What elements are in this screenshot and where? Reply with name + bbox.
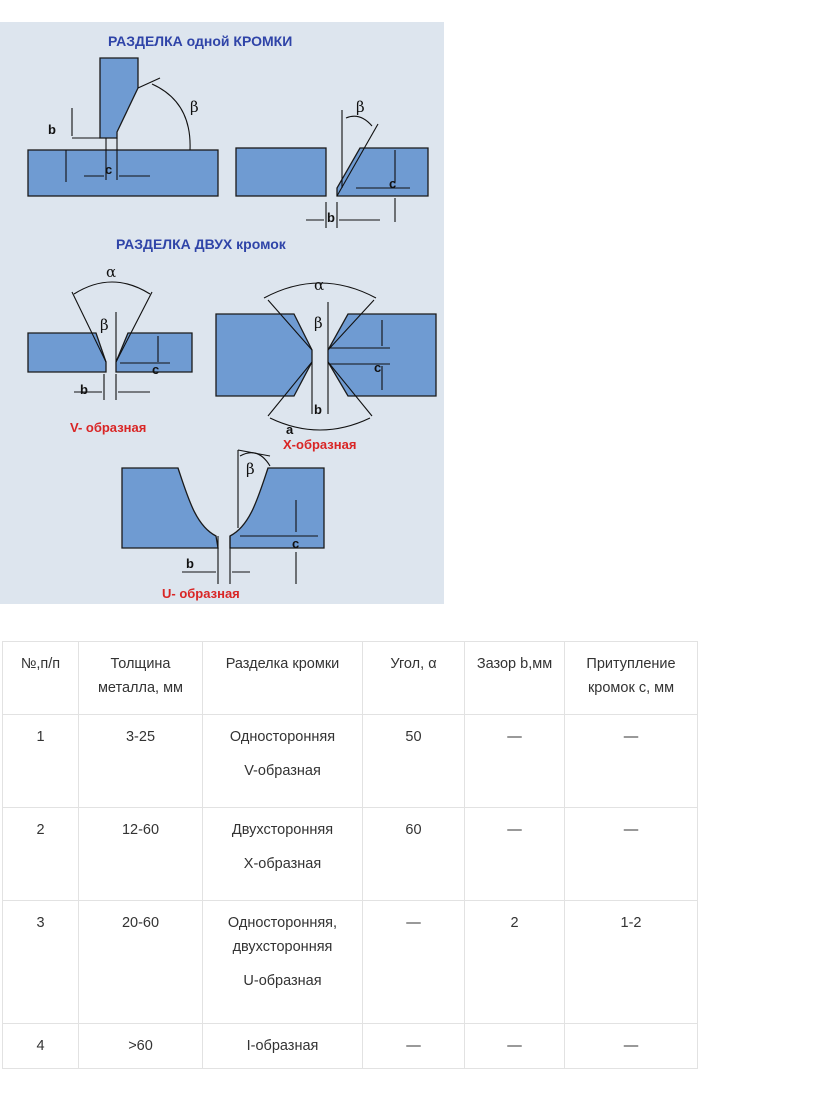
label-beta: β: [190, 98, 199, 116]
table-row: 4 >60 I-образная — — —: [2, 1023, 698, 1069]
single-bevel-diagram-left: b c β: [27, 57, 219, 197]
cell-angle: 50: [362, 714, 465, 808]
edge-line: I-образная: [246, 1038, 319, 1054]
header-single-edge: РАЗДЕЛКА одной КРОМКИ: [108, 33, 292, 49]
label-beta: β: [356, 98, 365, 116]
left-plate: [121, 467, 219, 549]
cell-angle: —: [362, 1023, 465, 1069]
groove-spec-table: №,п/п Толщина металла, мм Разделка кромк…: [2, 641, 698, 1069]
edge-line: двухсторонняя: [232, 939, 333, 955]
right-plate: [115, 332, 193, 373]
u-groove-diagram: β b c U- образная: [121, 449, 325, 601]
left-plate: [215, 313, 313, 397]
label-b: b: [48, 122, 56, 137]
header-number: №,п/п: [2, 641, 79, 715]
single-bevel-diagram-right: b c β: [235, 98, 429, 228]
cell-gap: 2: [464, 900, 565, 1024]
table-row: 2 12-60 Двухсторонняя X-образная 60 — —: [2, 807, 698, 901]
label-beta: β: [314, 314, 323, 332]
label-alpha: α: [106, 263, 116, 281]
label-b: b: [327, 210, 335, 225]
header-blunt: Притупление кромок с, мм: [564, 641, 698, 715]
edge-line: Односторонняя: [229, 729, 336, 745]
table-header-row: №,п/п Толщина металла, мм Разделка кромк…: [2, 641, 698, 715]
cell-number: 4: [2, 1023, 79, 1069]
caption-x: X-образная: [283, 437, 356, 452]
base-plate: [27, 149, 219, 197]
caption-u: U- образная: [162, 586, 240, 601]
cell-number: 1: [2, 714, 79, 808]
left-plate: [27, 332, 107, 373]
cell-angle: —: [362, 900, 465, 1024]
cell-angle: 60: [362, 807, 465, 901]
header-double-edge: РАЗДЕЛКА ДВУХ кромок: [116, 236, 287, 252]
cell-gap: —: [464, 1023, 565, 1069]
left-plate: [235, 147, 327, 197]
header-angle: Угол, α: [362, 641, 465, 715]
edge-line: X-образная: [243, 856, 322, 872]
cell-number: 3: [2, 900, 79, 1024]
label-c: c: [105, 162, 112, 177]
edge-line: Односторонняя,: [227, 915, 338, 931]
edge-preparation-diagram: РАЗДЕЛКА одной КРОМКИ b c β b c β Р: [27, 33, 437, 601]
cell-blunt: —: [564, 714, 698, 808]
label-beta: β: [100, 316, 109, 334]
cell-thickness: 20-60: [78, 900, 203, 1024]
cell-gap: —: [464, 714, 565, 808]
cell-blunt: 1-2: [564, 900, 698, 1024]
edge-line: U-образная: [243, 973, 322, 989]
bevelled-plate: [99, 57, 139, 139]
label-beta: β: [246, 460, 255, 478]
cell-gap: —: [464, 807, 565, 901]
cell-blunt: —: [564, 807, 698, 901]
label-c: c: [374, 360, 381, 375]
cell-edge: Односторонняя, двухсторонняя U-образная: [202, 900, 363, 1024]
cell-thickness: >60: [78, 1023, 203, 1069]
cell-thickness: 3-25: [78, 714, 203, 808]
caption-v: V- образная: [70, 420, 146, 435]
cell-blunt: —: [564, 1023, 698, 1069]
header-gap: Зазор b,мм: [464, 641, 565, 715]
bevelled-plate: [336, 147, 429, 197]
cell-thickness: 12-60: [78, 807, 203, 901]
edge-line: Двухсторонняя: [231, 822, 334, 838]
weld-edge-preparation-figure: РАЗДЕЛКА одной КРОМКИ b c β b c β Р: [0, 22, 444, 604]
header-edge-prep: Разделка кромки: [202, 641, 363, 715]
label-c: c: [152, 362, 159, 377]
label-c: c: [389, 176, 396, 191]
header-thickness: Толщина металла, мм: [78, 641, 203, 715]
edge-line: V-образная: [244, 763, 321, 779]
label-a: a: [286, 422, 294, 437]
label-alpha: α: [314, 276, 324, 294]
v-groove-diagram: α β b c V- образная: [27, 263, 193, 435]
label-b: b: [80, 382, 88, 397]
label-b: b: [186, 556, 194, 571]
cell-edge: Односторонняя V-образная: [202, 714, 363, 808]
cell-number: 2: [2, 807, 79, 901]
x-groove-diagram: α β b c a X-образная: [215, 276, 437, 452]
cell-edge: Двухсторонняя X-образная: [202, 807, 363, 901]
label-c: c: [292, 536, 299, 551]
label-b: b: [314, 402, 322, 417]
table-row: 3 20-60 Односторонняя, двухсторонняя U-о…: [2, 900, 698, 1024]
table-row: 1 3-25 Односторонняя V-образная 50 — —: [2, 714, 698, 808]
cell-edge: I-образная: [202, 1023, 363, 1069]
